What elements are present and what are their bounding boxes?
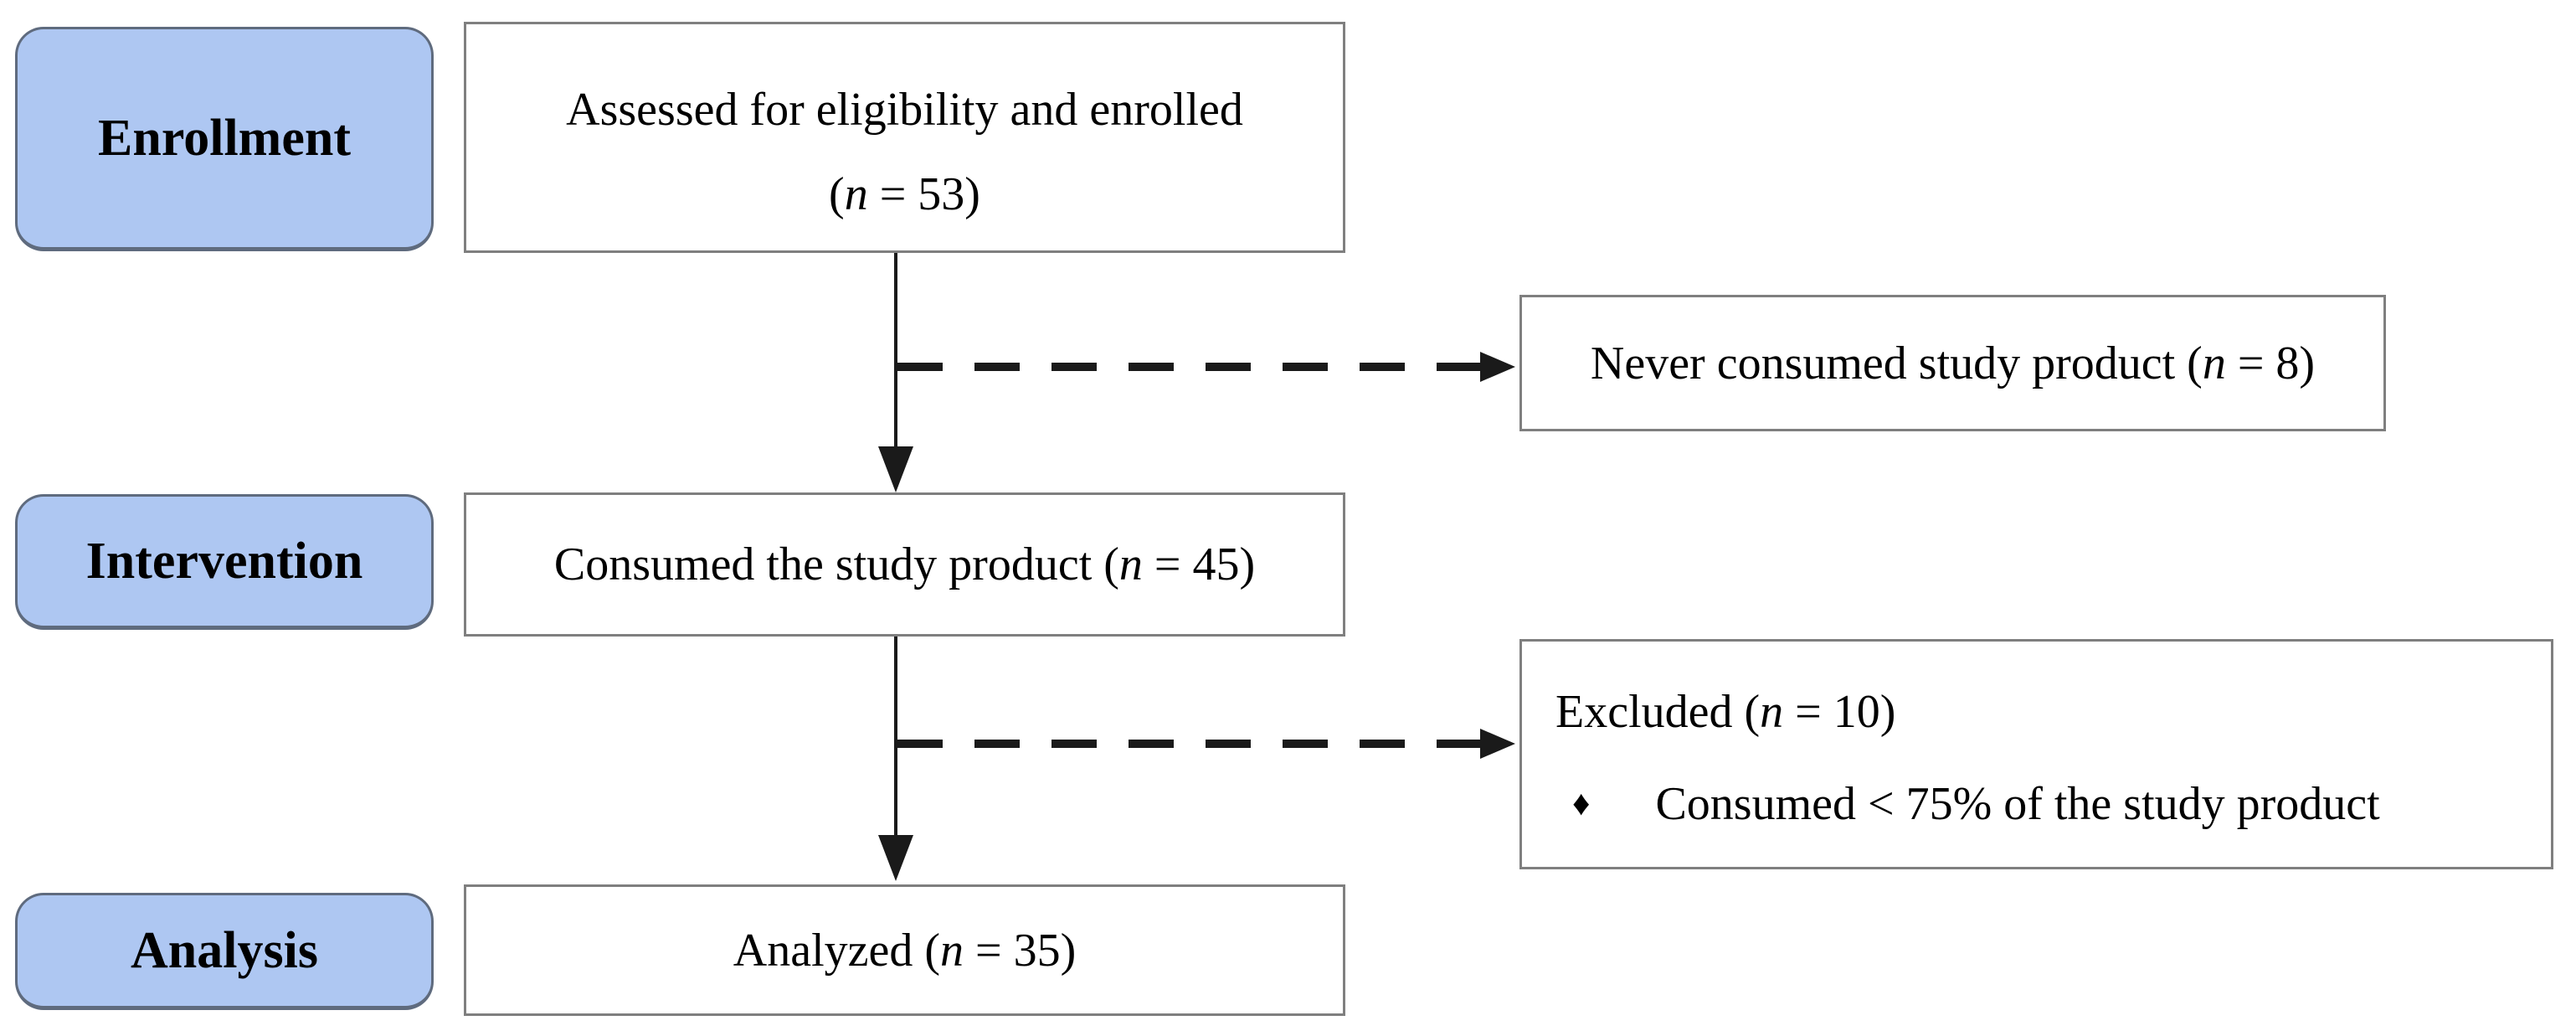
arrow-line-consumed-to-analyzed (894, 637, 897, 836)
excluded-count: = 10) (1783, 686, 1896, 738)
never-consumed-text: Never consumed study product ( (1590, 337, 2203, 389)
box-assessed-for-eligibility: Assessed for eligibility and enrolled (n… (464, 22, 1345, 253)
diamond-bullet-icon: ♦ (1572, 785, 1591, 823)
box-never-consumed: Never consumed study product (n = 8) (1519, 295, 2386, 431)
analyzed-text: Analyzed ( (733, 924, 940, 977)
analyzed-line: Analyzed (n = 35) (733, 924, 1076, 977)
arrowhead-down-2-icon (878, 835, 913, 881)
assessed-count: = 53) (867, 168, 980, 220)
never-consumed-n-symbol: n (2202, 337, 2226, 389)
box-analyzed: Analyzed (n = 35) (464, 884, 1345, 1016)
arrowhead-down-1-icon (878, 446, 913, 492)
assessed-n-symbol: n (844, 168, 868, 220)
stage-pill-analysis: Analysis (15, 893, 434, 1010)
analyzed-n-symbol: n (939, 924, 964, 977)
assessed-line1: Assessed for eligibility and enrolled (566, 83, 1243, 136)
consumed-count: = 45) (1142, 539, 1256, 590)
box-consumed-study-product: Consumed the study product (n = 45) (464, 492, 1345, 637)
excluded-title: Excluded (n = 10) (1555, 685, 2526, 739)
arrowhead-right-1-icon (1480, 352, 1515, 382)
excluded-bullet-row: ♦ Consumed < 75% of the study product (1555, 777, 2526, 831)
stage-pill-enrollment: Enrollment (15, 27, 434, 251)
stage-label-analysis: Analysis (131, 921, 318, 979)
never-consumed-count: = 8) (2225, 337, 2316, 389)
analyzed-count: = 35) (963, 924, 1077, 977)
arrowhead-right-2-icon (1480, 729, 1515, 759)
box-excluded: Excluded (n = 10) ♦ Consumed < 75% of th… (1519, 639, 2553, 869)
excluded-bullet-text: Consumed < 75% of the study product (1655, 778, 2380, 830)
assessed-paren-open: ( (829, 168, 845, 220)
stage-label-enrollment: Enrollment (98, 109, 351, 167)
consumed-n-symbol: n (1118, 539, 1143, 590)
excluded-title-text: Excluded ( (1555, 686, 1761, 738)
assessed-count-line: (n = 53) (829, 168, 980, 221)
arrow-line-assessed-to-consumed (894, 253, 897, 450)
dashed-line-to-never-consumed (897, 363, 1482, 371)
stage-pill-intervention: Intervention (15, 494, 434, 630)
excluded-n-symbol: n (1760, 686, 1784, 738)
never-consumed-line: Never consumed study product (n = 8) (1591, 337, 2315, 390)
stage-label-intervention: Intervention (85, 532, 363, 590)
consumed-text: Consumed the study product ( (553, 539, 1119, 590)
consumed-line: Consumed the study product (n = 45) (554, 538, 1255, 591)
dashed-line-to-excluded (897, 740, 1482, 748)
